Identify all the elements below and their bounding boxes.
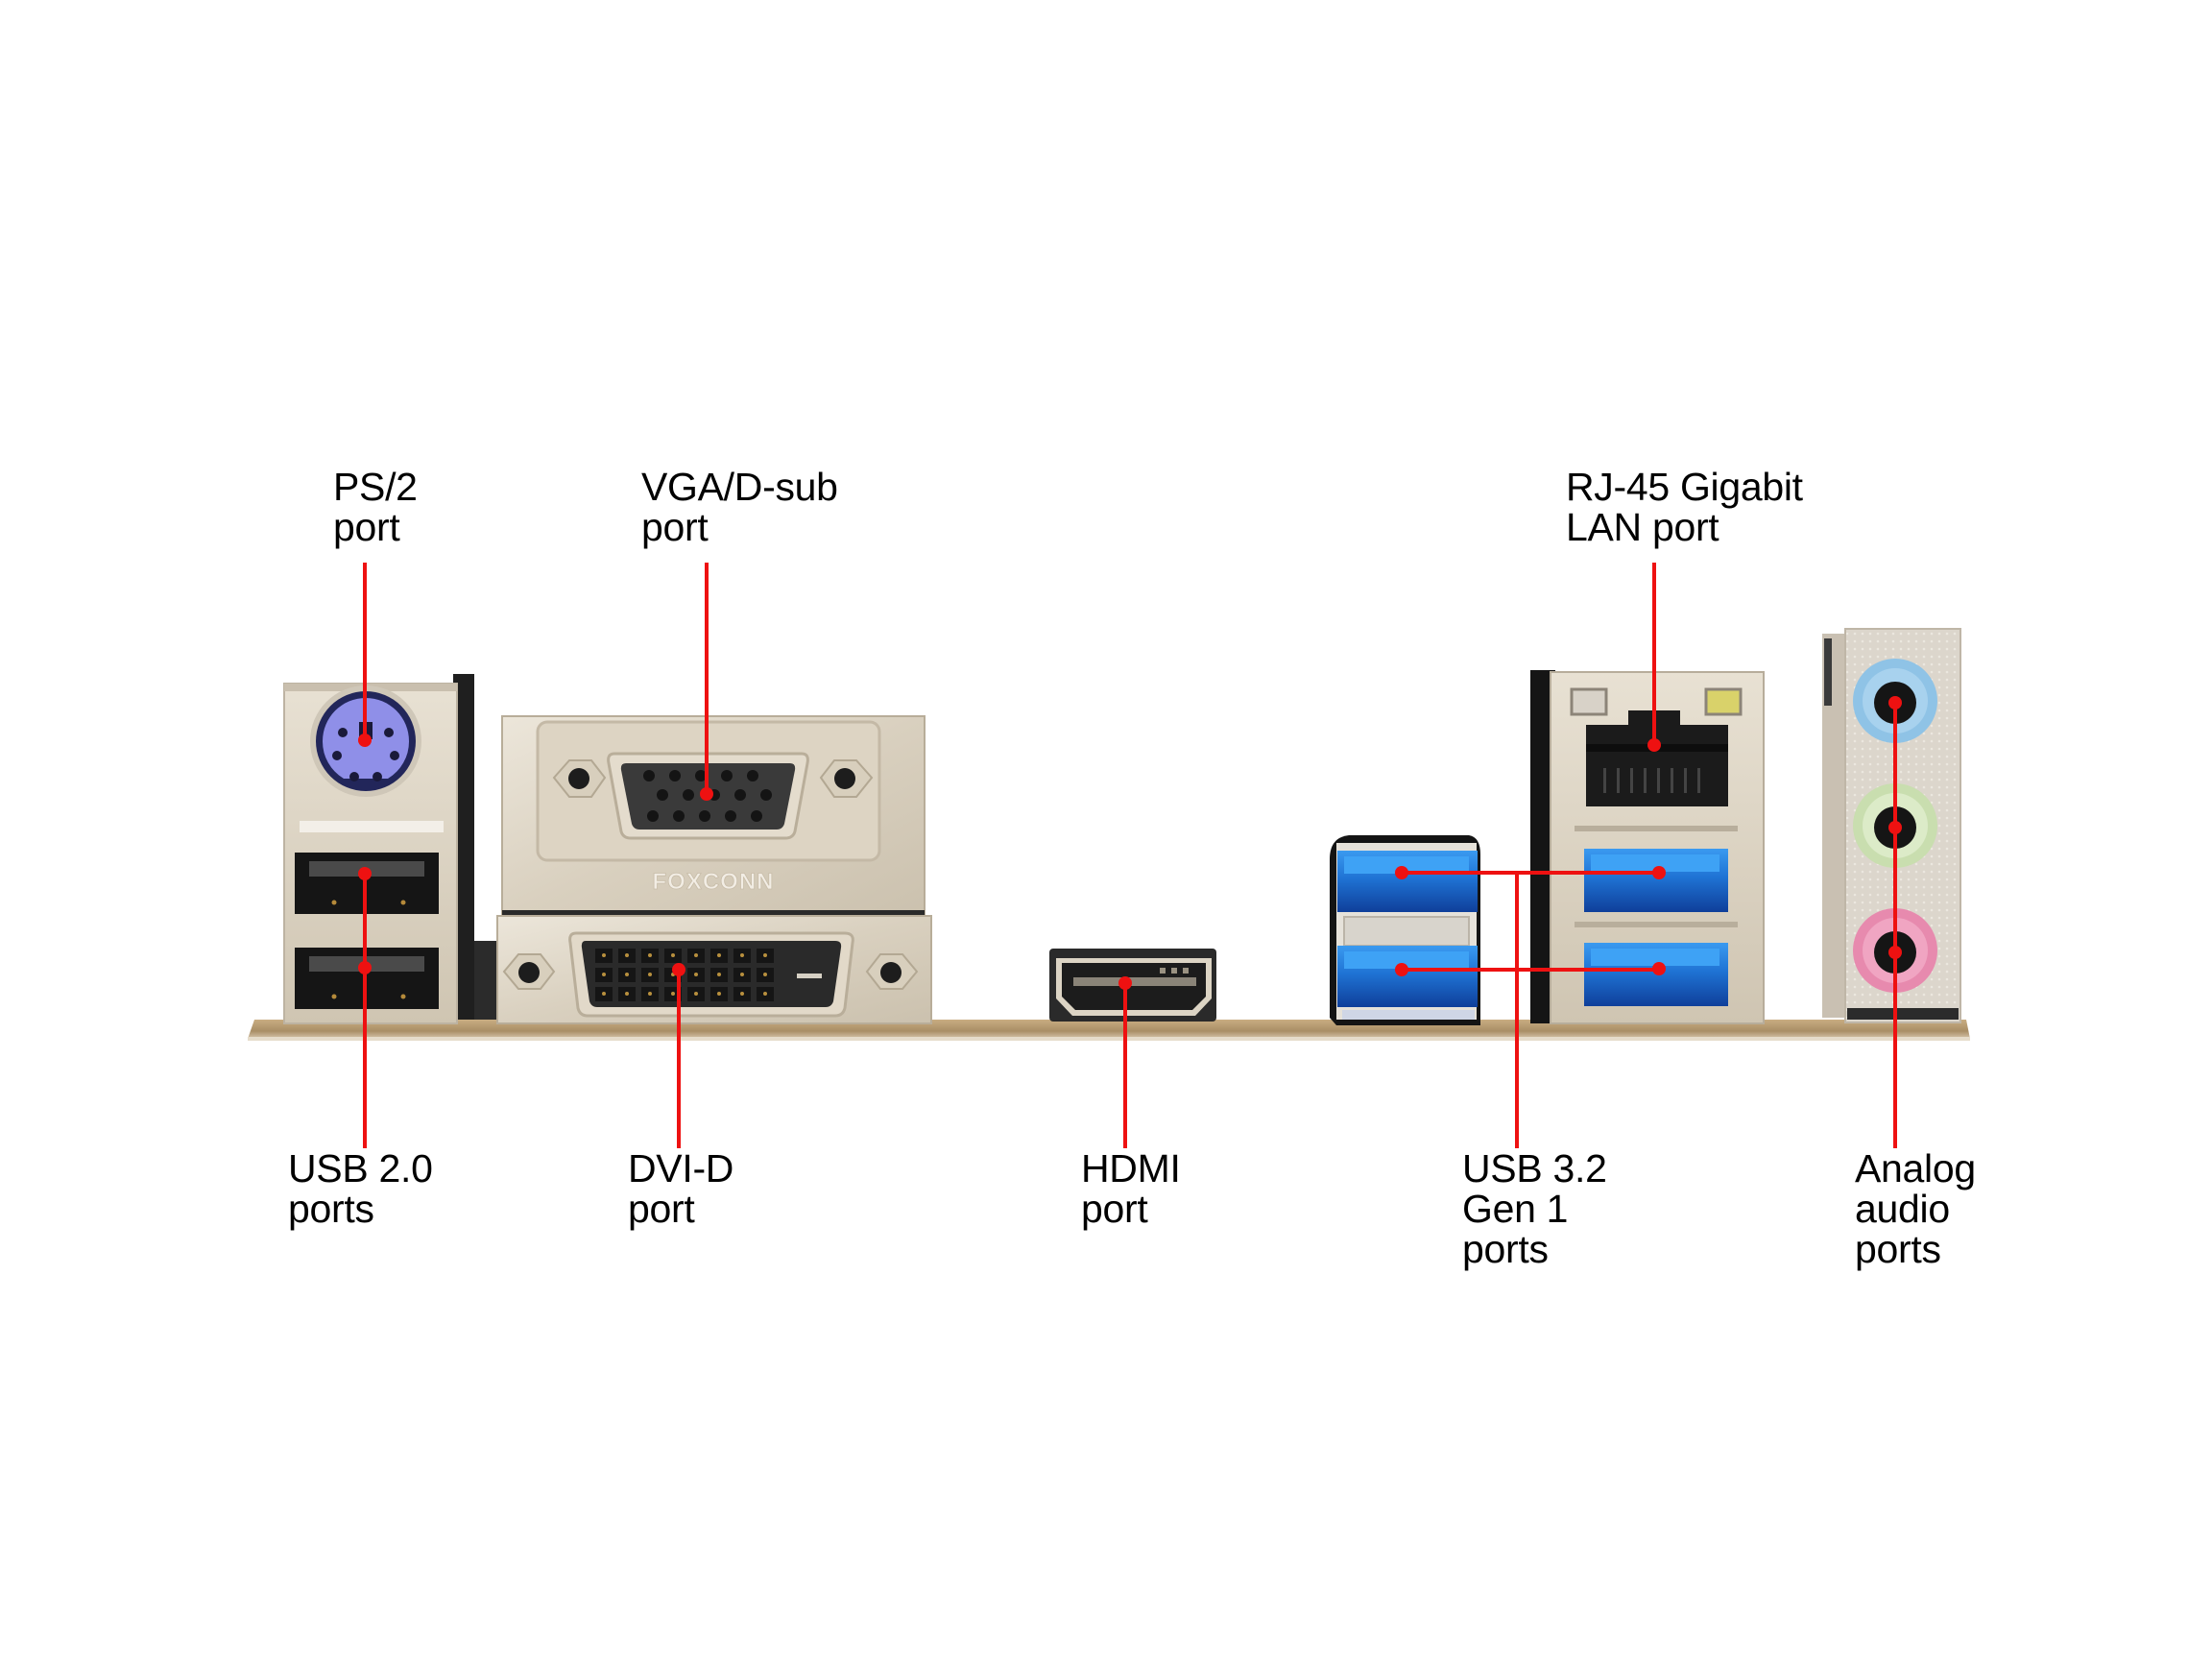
callout-dot-rj45	[1647, 738, 1661, 752]
label-line: USB 3.2	[1462, 1146, 1607, 1190]
callout-dot-usb2-bottom	[358, 961, 372, 974]
callout-dot-dvi	[672, 963, 685, 976]
dvi-pin	[625, 953, 629, 957]
label-usb2-ports: USB 2.0 ports	[288, 1148, 433, 1229]
audio-stack	[1822, 628, 1961, 1023]
label-ps2-port: PS/2 port	[333, 467, 418, 547]
dvi-pin	[694, 992, 698, 996]
dvi-pin	[694, 973, 698, 976]
usb3-port-right-bottom[interactable]	[1584, 943, 1728, 1006]
usb3-port-left-top[interactable]	[1337, 851, 1478, 912]
callout-dot-usb3-right-bottom	[1652, 962, 1666, 975]
callout-dot-hdmi	[1118, 976, 1132, 990]
dvi-pin	[740, 973, 744, 976]
label-rj45-port: RJ-45 Gigabit LAN port	[1566, 467, 1803, 547]
dvi-pin	[625, 992, 629, 996]
label-line: port	[333, 505, 400, 549]
usb3-port-left-bottom[interactable]	[1337, 946, 1478, 1007]
label-line: port	[1081, 1187, 1148, 1231]
dvi-pin	[648, 953, 652, 957]
callout-dot-usb2-top	[358, 867, 372, 880]
label-line: PS/2	[333, 465, 418, 509]
label-line: port	[641, 505, 709, 549]
dvi-pin	[763, 992, 767, 996]
dvi-pin	[717, 973, 721, 976]
dvi-pin	[648, 992, 652, 996]
dvi-pin	[625, 973, 629, 976]
label-line: HDMI	[1081, 1146, 1181, 1190]
label-line: LAN port	[1566, 505, 1719, 549]
label-line: ports	[1855, 1227, 1941, 1271]
foxconn-emboss-logo: FOXCONN	[653, 869, 775, 895]
callout-dot-audio-pink	[1888, 946, 1902, 959]
vga-screw-right	[819, 759, 874, 798]
dvi-pin	[717, 953, 721, 957]
callout-dot-audio-blue	[1888, 696, 1902, 709]
label-line: Gen 1	[1462, 1187, 1569, 1231]
callout-dot-usb3-left-top	[1395, 866, 1408, 879]
rj45-port[interactable]	[1586, 710, 1728, 806]
label-line: VGA/D-sub	[641, 465, 838, 509]
dvi-pin	[602, 992, 606, 996]
callout-dot-usb3-left-bottom	[1395, 963, 1408, 976]
label-usb3-ports: USB 3.2 Gen 1 ports	[1462, 1148, 1607, 1269]
usb3-stack-left	[1330, 835, 1480, 1025]
dvi-pin	[602, 973, 606, 976]
vga-dvi-stack: FOXCONN	[496, 715, 932, 1024]
label-line: ports	[1462, 1227, 1549, 1271]
vga-screw-left	[552, 759, 607, 798]
dvi-screw-left	[502, 953, 556, 990]
dvi-pin	[717, 992, 721, 996]
label-hdmi-port: HDMI port	[1081, 1148, 1181, 1229]
dvi-pin	[763, 953, 767, 957]
label-line: RJ-45 Gigabit	[1566, 465, 1803, 509]
label-line: Analog	[1855, 1146, 1976, 1190]
dvi-pin	[671, 992, 675, 996]
label-line: DVI-D	[628, 1146, 734, 1190]
dvi-pin	[763, 973, 767, 976]
dvi-pin	[648, 973, 652, 976]
label-vga-port: VGA/D-sub port	[641, 467, 838, 547]
dvi-pin	[694, 953, 698, 957]
usb3-port-right-top[interactable]	[1584, 849, 1728, 912]
label-line: port	[628, 1187, 695, 1231]
dvi-pin	[740, 953, 744, 957]
label-dvi-port: DVI-D port	[628, 1148, 733, 1229]
dvi-screw-right	[865, 953, 919, 990]
hdmi-port[interactable]	[1049, 949, 1216, 1022]
label-audio-ports: Analog audio ports	[1855, 1148, 1976, 1269]
label-line: USB 2.0	[288, 1146, 433, 1190]
callout-dot-vga	[700, 787, 713, 801]
dvi-pin	[671, 953, 675, 957]
callout-dot-usb3-right-top	[1652, 866, 1666, 879]
callout-dot-audio-green	[1888, 821, 1902, 834]
label-line: ports	[288, 1187, 374, 1231]
dvi-d-port[interactable]	[568, 931, 854, 1018]
dvi-pin	[602, 953, 606, 957]
dvi-pin	[740, 992, 744, 996]
label-line: audio	[1855, 1187, 1950, 1231]
ps2-usb2-stack	[283, 674, 499, 1024]
callout-dot-ps2	[358, 733, 372, 747]
